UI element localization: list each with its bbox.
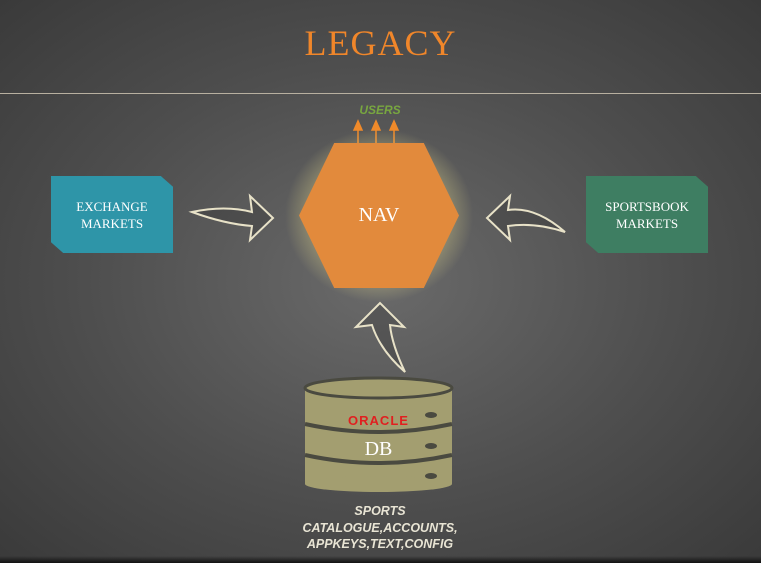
exchange-line1: EXCHANGE [76,198,148,214]
title-divider [0,93,761,94]
db-label: DB [364,438,393,460]
users-label: USERS [359,103,401,117]
db-description-line: CATALOGUE,ACCOUNTS, [302,520,458,535]
db-description: SPORTS CATALOGUE,ACCOUNTS, APPKEYS,TEXT,… [250,503,510,553]
nav-label: NAV [358,204,400,226]
arrow-exchange-to-nav-icon [188,193,275,243]
sportsbook-line1: SPORTSBOOK [605,198,689,214]
db-description-line: APPKEYS,TEXT,CONFIG [306,537,454,551]
exchange-line2: MARKETS [80,215,144,231]
sportsbook-line2: MARKETS [615,215,679,231]
oracle-logo: ORACLE [348,413,409,428]
bottom-shadow [0,556,761,563]
slide-title: LEGACY [304,23,457,63]
arrow-sportsbook-to-nav-icon [485,193,566,243]
db-description-line: SPORTS [354,504,406,518]
database-icon [303,376,454,492]
arrow-db-to-nav-icon [353,301,407,373]
nav-hexagon: NAV [299,143,459,288]
